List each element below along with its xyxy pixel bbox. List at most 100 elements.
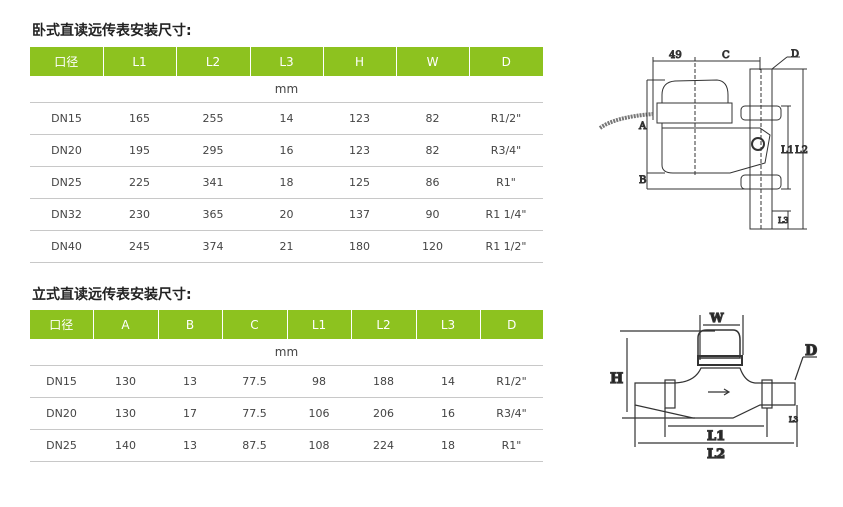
table-cell: DN40 [30,230,103,263]
dim-label-h: H [610,371,623,387]
table-cell: 16 [250,134,323,167]
table-cell: R1 1/2" [469,230,543,263]
table-cell: 140 [93,429,158,462]
table-cell: 14 [250,102,323,135]
table-cell: 195 [103,134,176,167]
dim-label-c: C [722,50,730,61]
table-cell: DN25 [30,166,103,199]
vertical-meter-diagram: W H D L1 L2 L3 [609,310,817,462]
table-cell: 123 [323,134,396,167]
table-cell: 225 [103,166,176,199]
column-header: A [92,310,158,339]
table-cell: 188 [351,365,416,398]
table-cell: 77.5 [222,397,287,430]
column-header: L3 [415,310,480,339]
dim-label-l2: L2 [795,145,808,156]
table-cell: 16 [416,397,480,430]
column-header: 口径 [30,310,93,339]
table-cell: R1 1/4" [469,198,543,231]
dim-label-49: 49 [669,50,682,61]
table-cell: 77.5 [222,365,287,398]
table-cell: R3/4" [469,134,543,167]
table-cell: 137 [323,198,396,231]
table-cell: 18 [250,166,323,199]
column-header: C [221,310,287,339]
table-cell: 17 [158,397,222,430]
column-header: L3 [249,47,323,76]
table-cell: DN15 [30,365,93,398]
dim-label-d: D [791,49,799,60]
column-header: L1 [102,47,176,76]
table-cell: 106 [287,397,351,430]
table-cell: DN15 [30,102,103,135]
vertical-section-title: 立式直读远传表安装尺寸: [32,287,192,303]
table-cell: 130 [93,397,158,430]
table-cell: 86 [396,166,469,199]
dim-label-l3: L3 [789,416,798,424]
table-cell: R1/2" [480,365,543,398]
table-cell: 206 [351,397,416,430]
table-cell: 20 [250,198,323,231]
table-cell: 165 [103,102,176,135]
table-cell: 13 [158,429,222,462]
column-header: 口径 [30,47,103,76]
table-cell: DN25 [30,429,93,462]
table-cell: 87.5 [222,429,287,462]
table-cell: 230 [103,198,176,231]
table-cell: 98 [287,365,351,398]
table-cell: 21 [250,230,323,263]
column-header: D [468,47,543,76]
column-header: L2 [175,47,250,76]
table-cell: 130 [93,365,158,398]
dim-label-l2: L2 [707,447,725,462]
table-cell: 108 [287,429,351,462]
column-header: L1 [286,310,351,339]
column-header: W [395,47,469,76]
column-header: B [157,310,222,339]
column-header: L2 [350,310,416,339]
table-cell: R1" [469,166,543,199]
table-cell: 82 [396,134,469,167]
table-cell: 295 [176,134,250,167]
table-cell: 18 [416,429,480,462]
table-cell: 90 [396,198,469,231]
dim-label-l1: L1 [781,145,794,156]
table-cell: 125 [323,166,396,199]
table-cell: 14 [416,365,480,398]
table-cell: 123 [323,102,396,135]
table-cell: 82 [396,102,469,135]
table-cell: 365 [176,198,250,231]
table-cell: 374 [176,230,250,263]
table-cell: 341 [176,166,250,199]
horizontal-section-title: 卧式直读远传表安装尺寸: [32,23,192,39]
table-cell: DN20 [30,397,93,430]
table-cell: 180 [323,230,396,263]
dim-label-a: A [638,121,647,132]
table-cell: DN32 [30,198,103,231]
dim-label-w: W [709,311,724,325]
table-cell: 13 [158,365,222,398]
table-cell: DN20 [30,134,103,167]
dim-label-b: B [639,175,646,186]
table-cell: 255 [176,102,250,135]
table-cell: 224 [351,429,416,462]
table-cell: R3/4" [480,397,543,430]
unit-label: mm [30,339,543,366]
dim-label-l1: L1 [707,429,725,444]
horizontal-meter-diagram: 49 C D A B L1 L2 L3 [598,49,809,230]
column-header: H [322,47,396,76]
table-cell: 245 [103,230,176,263]
table-cell: 120 [396,230,469,263]
dim-label-l3: L3 [778,216,788,225]
table-cell: R1/2" [469,102,543,135]
